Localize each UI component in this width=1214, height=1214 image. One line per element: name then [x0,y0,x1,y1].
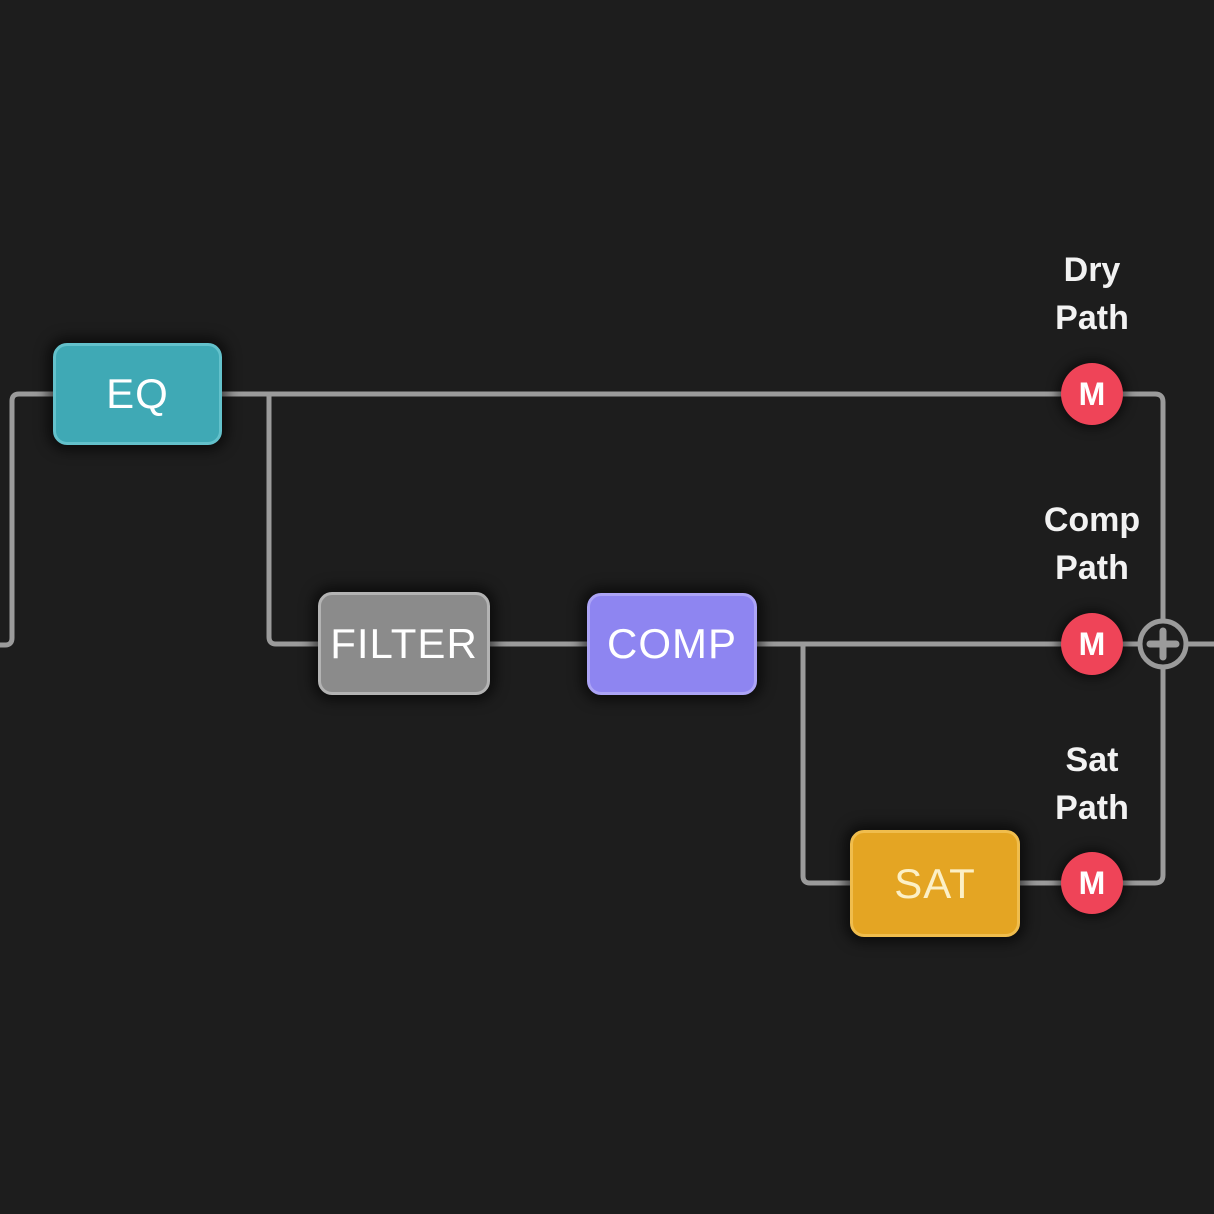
node-eq-label: EQ [106,370,169,417]
mute-button-sat-label: M [1078,864,1106,901]
plus-icon [1146,627,1180,661]
sat-path-label: Sat Path [1055,741,1129,827]
mute-button-dry[interactable]: M [1061,363,1123,425]
mute-button-sat[interactable]: M [1061,852,1123,914]
filter-branch-wire [266,394,318,647]
node-filter[interactable]: FILTER [318,592,490,695]
dry-path-label: Dry Path [1055,251,1129,337]
mute-button-comp[interactable]: M [1061,613,1123,675]
node-comp-label: COMP [607,620,737,667]
sat-branch-wire [800,644,850,886]
input-wire [0,391,55,648]
dry-path-wire [222,391,1166,644]
node-comp[interactable]: COMP [587,593,757,695]
mute-button-comp-label: M [1078,625,1106,662]
mute-button-dry-label: M [1078,375,1106,412]
sum-node[interactable] [1137,618,1189,670]
node-eq[interactable]: EQ [53,343,222,445]
sat-return-wire [1020,644,1166,886]
node-sat-label: SAT [894,859,976,907]
node-filter-label: FILTER [330,619,478,667]
node-sat[interactable]: SAT [850,830,1020,937]
comp-path-label: Comp Path [1043,501,1141,587]
